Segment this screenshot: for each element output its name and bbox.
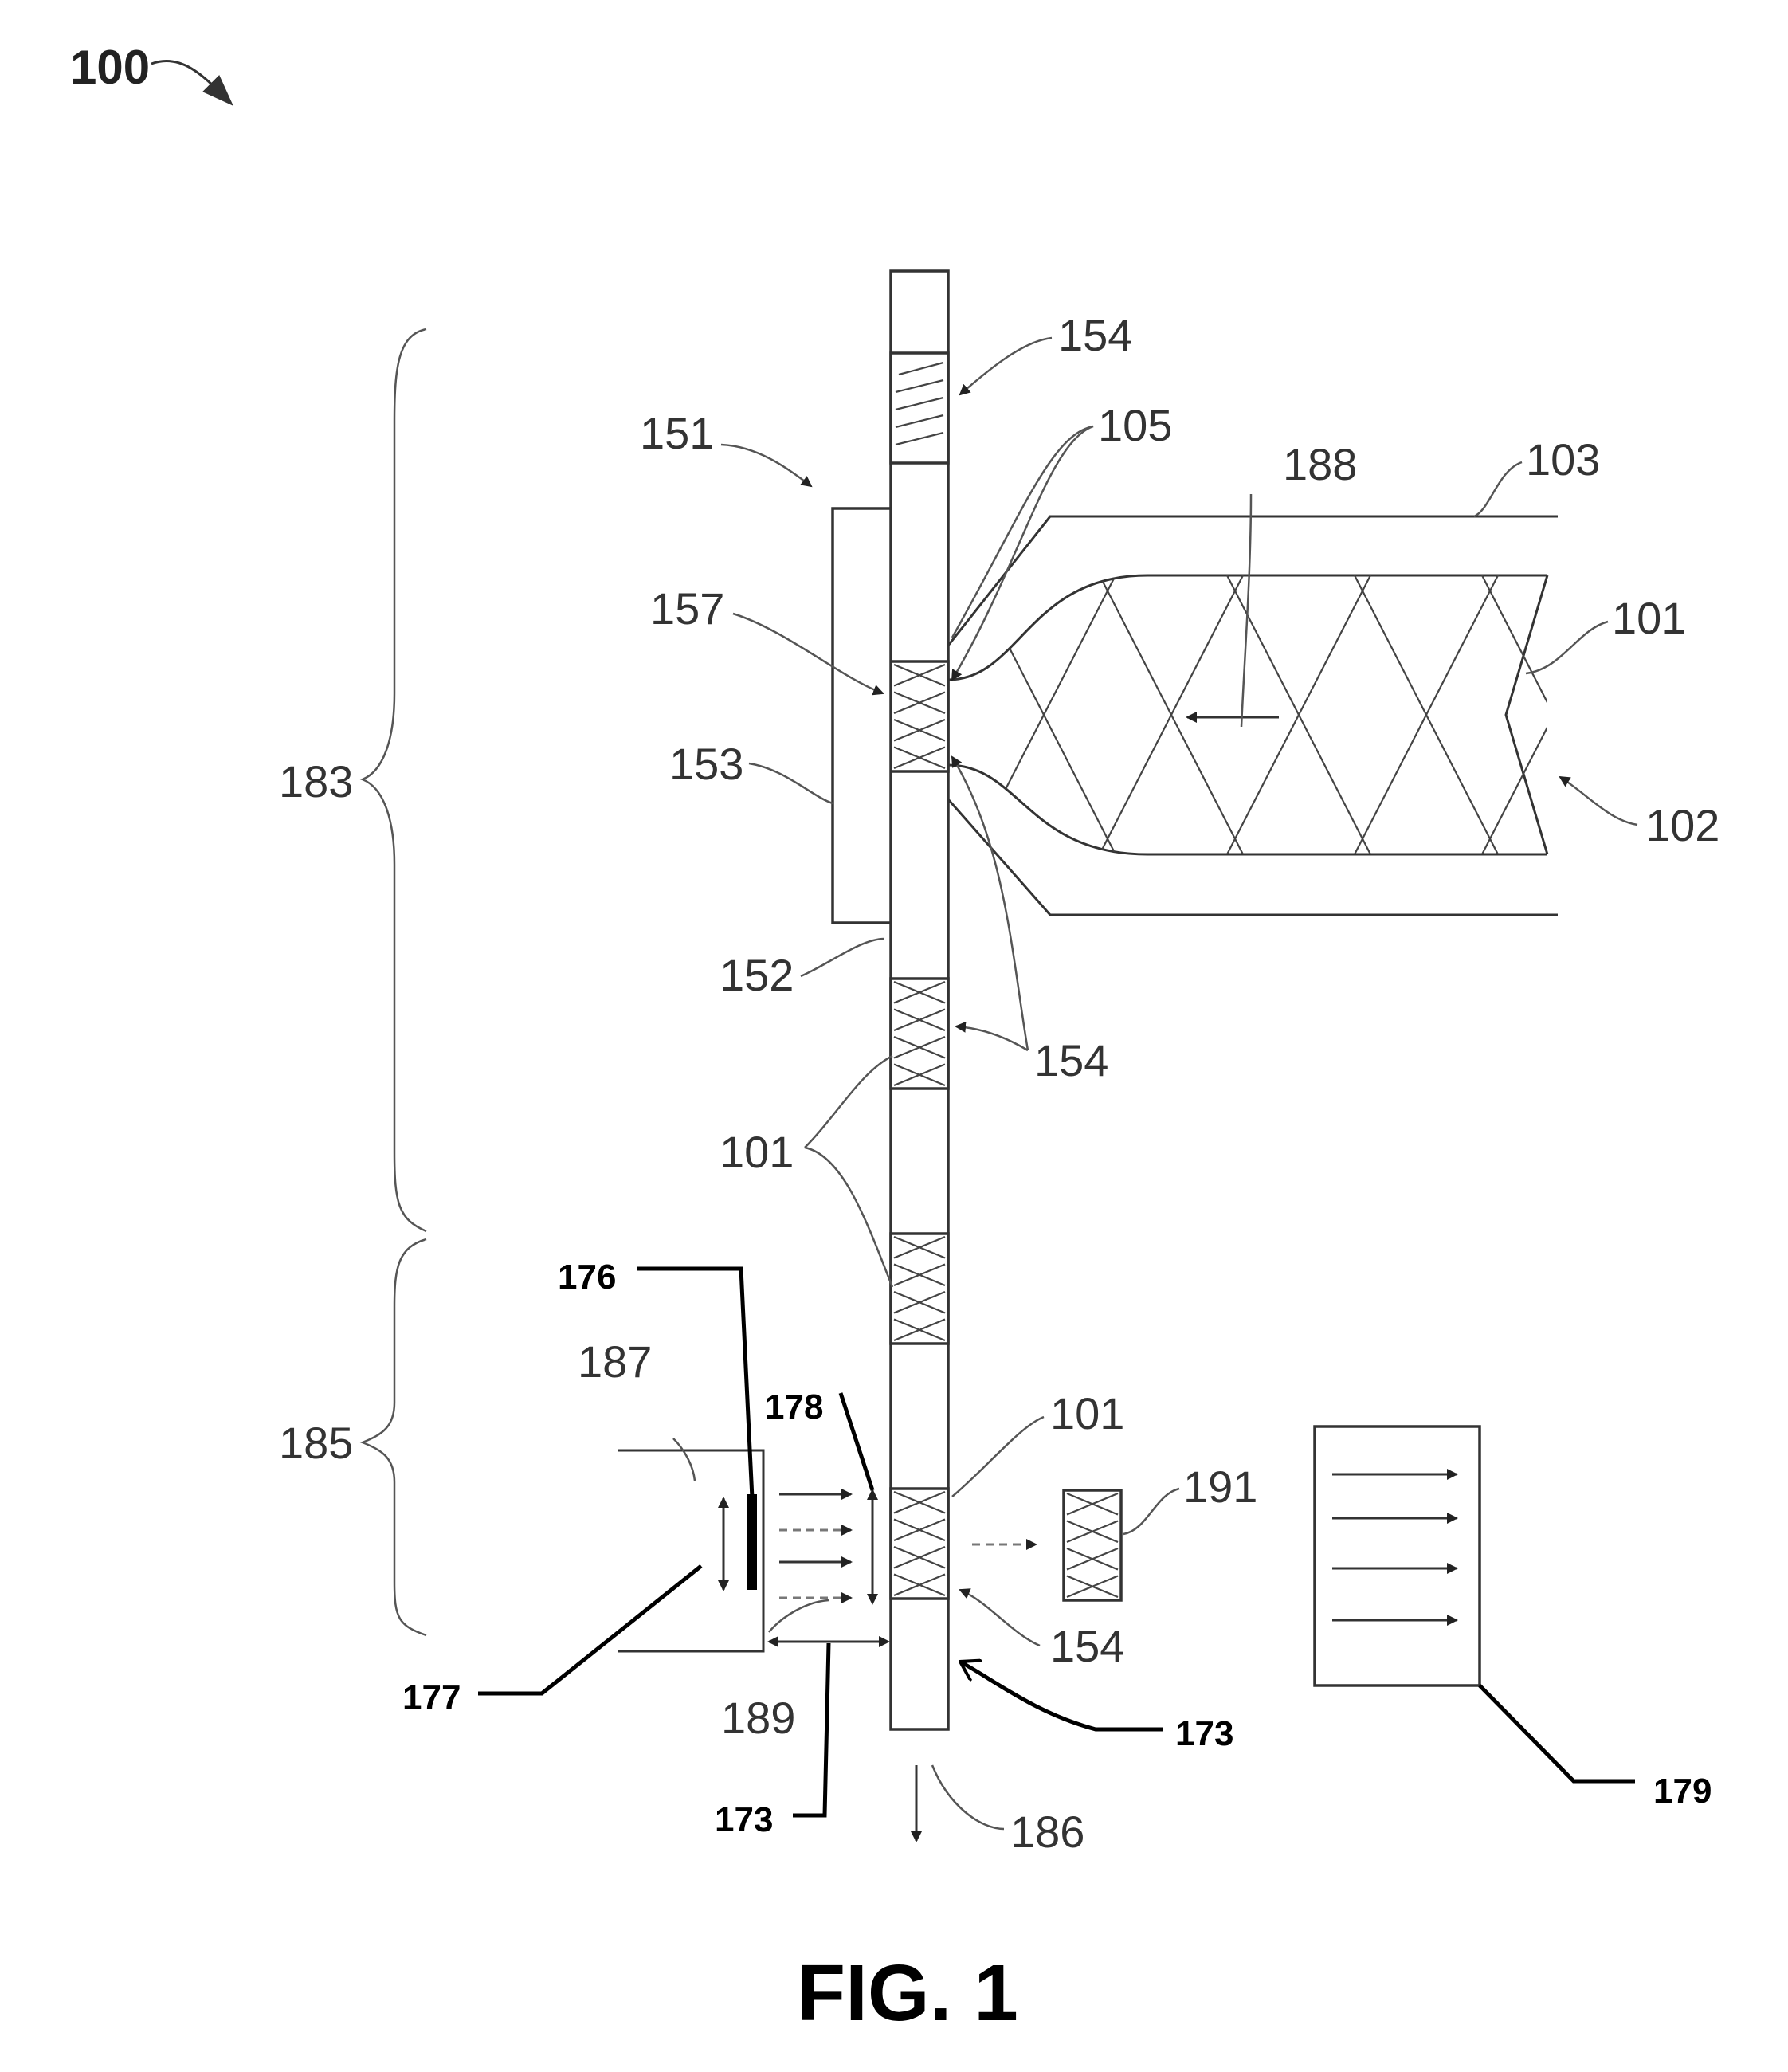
leader-151 <box>721 445 811 486</box>
leader-176 <box>637 1269 752 1498</box>
leader-188 <box>1241 494 1251 727</box>
label-177: 177 <box>402 1678 461 1717</box>
label-187: 187 <box>578 1336 652 1387</box>
label-185: 185 <box>279 1418 353 1468</box>
label-157: 157 <box>650 583 724 634</box>
label-151: 151 <box>640 408 714 458</box>
label-189: 189 <box>721 1693 795 1743</box>
brace-183: 183 <box>279 329 426 1231</box>
label-186: 186 <box>1010 1807 1084 1857</box>
labels-upper: 154 151 105 103 157 101 153 102 152 154 … <box>640 310 1719 1287</box>
patch-101-bottom <box>891 1489 948 1599</box>
leader-179 <box>1480 1685 1635 1781</box>
brace-183-path <box>363 329 426 1231</box>
label-153: 153 <box>669 739 743 789</box>
leader-102 <box>1560 777 1637 825</box>
reference-100-arrow <box>151 61 231 104</box>
label-188: 188 <box>1283 439 1357 489</box>
label-105: 105 <box>1098 400 1172 450</box>
figure-caption: FIG. 1 <box>797 1948 1018 2038</box>
label-179: 179 <box>1653 1772 1712 1811</box>
leader-178 <box>841 1393 872 1490</box>
leader-187 <box>673 1438 695 1481</box>
piece-191 <box>1064 1490 1121 1600</box>
leader-177 <box>478 1566 701 1693</box>
label-102: 102 <box>1645 800 1719 850</box>
label-154-top: 154 <box>1058 310 1132 360</box>
label-101-bottom: 101 <box>1050 1388 1124 1438</box>
label-191: 191 <box>1183 1462 1257 1512</box>
reference-100-label: 100 <box>70 41 150 94</box>
leader-173-right <box>960 1662 1163 1729</box>
leader-101-mid-a <box>805 1056 892 1148</box>
leader-101-bottom <box>952 1417 1044 1497</box>
leader-152 <box>801 939 884 976</box>
mesh-right-edge <box>1506 575 1547 854</box>
label-173-right: 173 <box>1175 1714 1233 1753</box>
leader-103 <box>1474 462 1522 516</box>
leader-154-mid-b <box>952 757 1028 1050</box>
beam-arrows-189 <box>779 1494 851 1598</box>
label-152: 152 <box>720 950 794 1000</box>
label-154-mid: 154 <box>1034 1035 1108 1085</box>
tape-strip <box>891 271 948 1729</box>
leader-154-bottom <box>960 1590 1040 1646</box>
label-101-right: 101 <box>1612 593 1686 643</box>
leader-153 <box>749 763 833 803</box>
leader-191 <box>1123 1489 1179 1534</box>
brace-185-path <box>363 1239 426 1635</box>
patch-157 <box>891 661 948 771</box>
label-154-bottom: 154 <box>1050 1621 1124 1671</box>
leader-154-top <box>960 338 1052 394</box>
label-176: 176 <box>558 1258 616 1297</box>
label-183: 183 <box>279 756 353 806</box>
block-153 <box>833 508 891 923</box>
patch-154-mid <box>891 979 948 1089</box>
leader-173-left <box>793 1643 829 1815</box>
leader-154-mid-a <box>956 1026 1028 1050</box>
label-173-left: 173 <box>715 1800 773 1839</box>
patch-101-mid <box>891 1234 948 1344</box>
feed-direction-188: 188 <box>1187 439 1357 727</box>
leader-189 <box>769 1600 829 1632</box>
cut-piece-191: 191 <box>972 1462 1257 1600</box>
leader-105-a <box>952 426 1093 638</box>
label-103: 103 <box>1526 434 1600 485</box>
leader-186 <box>932 1765 1004 1829</box>
cutter-housing <box>618 1450 763 1651</box>
leader-101-mid-b <box>805 1148 892 1287</box>
reference-100: 100 <box>70 41 231 104</box>
brace-185: 185 <box>279 1239 426 1635</box>
box-179-frame <box>1315 1426 1480 1685</box>
mesh-lower-edge <box>948 765 1547 854</box>
box-179: 179 <box>1315 1426 1712 1811</box>
label-101-mid: 101 <box>720 1127 794 1177</box>
label-178: 178 <box>765 1387 823 1426</box>
leader-101-right <box>1526 622 1608 673</box>
